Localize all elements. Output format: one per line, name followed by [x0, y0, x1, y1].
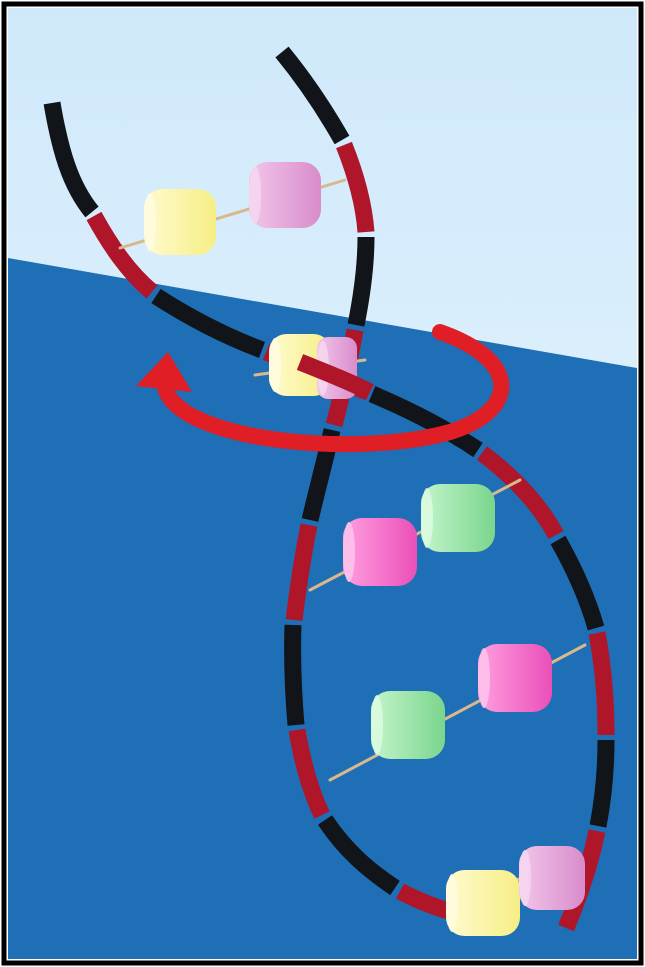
strand-b-segment — [288, 728, 330, 819]
curved-arrow-icon — [136, 324, 510, 453]
pink-marshmallow-end — [478, 648, 490, 708]
strand-b-segment — [317, 815, 400, 896]
strand-a-segment — [476, 446, 564, 540]
pink-marshmallow-body — [343, 518, 417, 586]
yellow-marshmallow — [446, 870, 520, 936]
green-marshmallow — [421, 484, 495, 552]
pink-marshmallow-body — [478, 644, 552, 712]
yellow-marshmallow-end — [269, 338, 281, 392]
strand-a-segment — [43, 101, 99, 218]
pink-marshmallow-end — [249, 166, 261, 224]
strand-b-segment — [285, 523, 318, 622]
rotation-arrow-head — [136, 352, 192, 392]
yellow-marshmallow-body — [446, 870, 520, 936]
marshmallows — [144, 162, 585, 936]
pink-marshmallow-body — [519, 846, 585, 910]
strand-b-segment — [347, 236, 375, 327]
pink-marshmallow — [519, 846, 585, 910]
strand-a-segment — [550, 535, 605, 631]
strand-a-front-segment — [296, 354, 374, 400]
green-marshmallow-end — [371, 695, 383, 755]
pink-marshmallow — [343, 518, 417, 586]
strand-a-segment — [86, 211, 158, 299]
pink-marshmallow-end — [343, 522, 355, 582]
yellow-marshmallow-body — [144, 189, 216, 255]
green-marshmallow — [371, 691, 445, 759]
pink-marshmallow — [249, 162, 321, 228]
rotation-arrow-body — [157, 324, 510, 453]
strand-a-segment — [589, 739, 615, 828]
strand-a-segment — [151, 288, 266, 358]
green-marshmallow-body — [421, 484, 495, 552]
strand-b-segment — [275, 46, 350, 145]
pink-marshmallow-end — [519, 850, 531, 906]
yellow-marshmallow — [144, 189, 216, 255]
strand-b-segment — [336, 141, 375, 233]
yellow-marshmallow-end — [144, 193, 156, 251]
strand-a-segment — [368, 386, 483, 458]
pink-marshmallow-body — [249, 162, 321, 228]
strand-b-segment — [284, 624, 305, 726]
water-region — [8, 258, 637, 959]
pink-marshmallow — [478, 644, 552, 712]
strand-a-segment — [588, 631, 615, 736]
green-marshmallow-end — [421, 488, 433, 548]
green-marshmallow-body — [371, 691, 445, 759]
yellow-marshmallow-end — [446, 874, 458, 932]
